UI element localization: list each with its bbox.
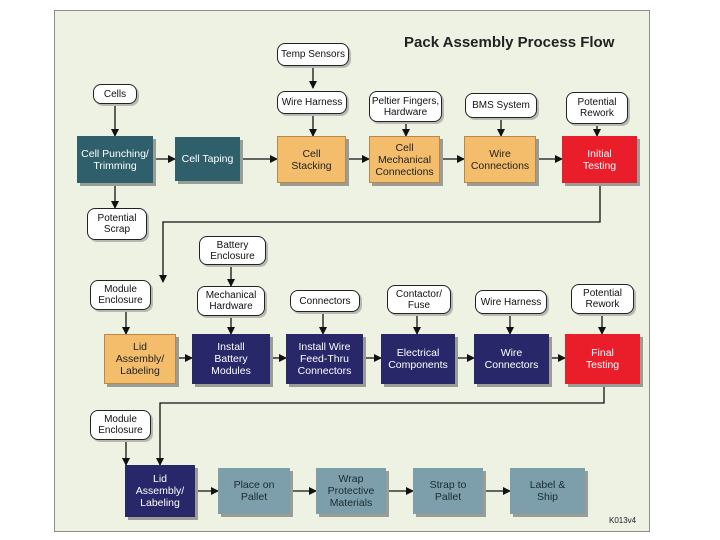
step-cell-taping: Cell Taping <box>175 137 240 181</box>
step-cell-mechanical-connections: Cell Mechanical Connections <box>369 136 440 183</box>
input-mechanical-hardware: Mechanical Hardware <box>197 286 265 316</box>
arrow-r2-to-r3 <box>156 383 605 466</box>
step-strap-to-pallet: Strap to Pallet <box>413 468 483 514</box>
diagram-panel <box>54 10 650 532</box>
diagram-title: Pack Assembly Process Flow <box>404 34 615 51</box>
input-module-enclosure-1: Module Enclosure <box>90 280 151 310</box>
output-potential-rework-2: Potential Rework <box>571 284 634 314</box>
step-lid-assembly-labeling-1: Lid Assembly/ Labeling <box>104 334 176 384</box>
input-cells: Cells <box>93 84 137 104</box>
input-connectors: Connectors <box>290 290 360 312</box>
step-lid-assembly-labeling-2: Lid Assembly/ Labeling <box>125 465 195 517</box>
input-temp-sensors: Temp Sensors <box>277 43 349 66</box>
input-wire-harness-2: Wire Harness <box>475 290 547 314</box>
input-contactor-fuse: Contactor/ Fuse <box>387 285 451 314</box>
step-wrap-protective-materials: Wrap Protective Materials <box>316 468 386 514</box>
input-wire-harness: Wire Harness <box>277 91 347 114</box>
step-electrical-components: Electrical Components <box>381 334 455 384</box>
figure-code: K013v4 <box>609 516 637 525</box>
arrow-r1-to-r2 <box>159 183 601 283</box>
output-potential-rework-1: Potential Rework <box>566 92 628 124</box>
step-place-on-pallet: Place on Pallet <box>218 468 290 514</box>
step-wire-connections: Wire Connections <box>464 136 536 183</box>
input-battery-enclosure: Battery Enclosure <box>199 236 266 265</box>
step-install-battery-modules: Install Battery Modules <box>192 334 270 384</box>
step-label-and-ship: Label & Ship <box>510 468 585 514</box>
step-initial-testing: Initial Testing <box>562 136 637 183</box>
input-module-enclosure-2: Module Enclosure <box>90 410 151 440</box>
step-install-wire-feed-thru: Install Wire Feed-Thru Connectors <box>286 334 363 384</box>
step-cell-stacking: Cell Stacking <box>277 136 346 183</box>
step-final-testing: Final Testing <box>565 334 640 384</box>
input-peltier-fingers: Peltier Fingers, Hardware <box>369 91 442 122</box>
step-wire-connectors: Wire Connectors <box>474 334 549 384</box>
step-cell-punching: Cell Punching/ Trimming <box>77 136 153 183</box>
output-potential-scrap: Potential Scrap <box>87 208 147 240</box>
input-bms-system: BMS System <box>465 93 537 118</box>
